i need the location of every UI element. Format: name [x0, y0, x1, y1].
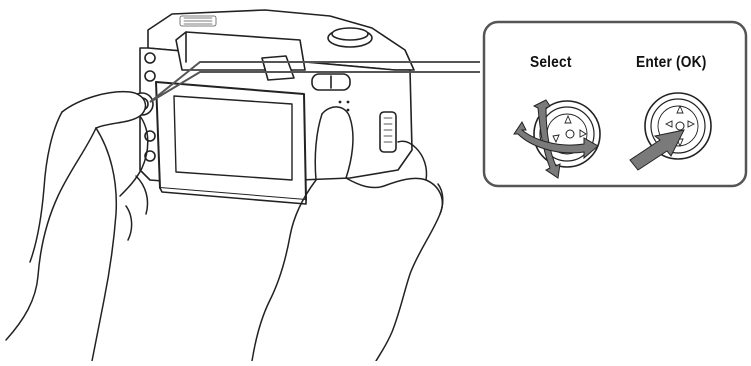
camera-illustration [131, 10, 414, 204]
select-label: Select [530, 54, 572, 72]
lcd-screen [174, 96, 292, 180]
callout-box [484, 22, 746, 186]
enter-ok-label: Enter (OK) [636, 54, 707, 72]
left-hand [6, 92, 148, 361]
